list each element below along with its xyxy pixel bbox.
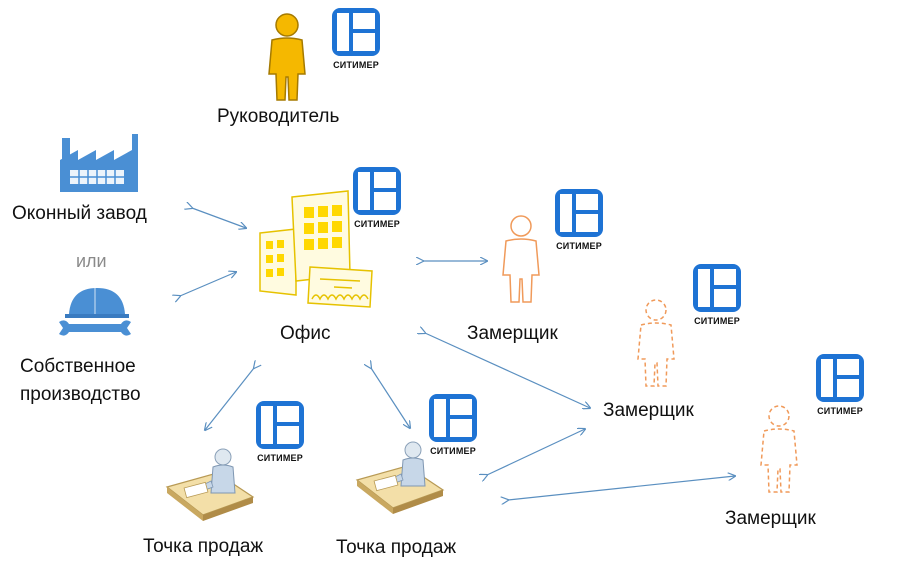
- brand-logo-icon: [429, 394, 477, 442]
- brand-logo-icon: [693, 264, 741, 312]
- factory-icon: [60, 134, 138, 192]
- office-building-icon: [259, 190, 373, 308]
- brand-name: СИТИМЕР: [257, 453, 303, 463]
- brand-logo-icon: [816, 354, 864, 402]
- brand-name: СИТИМЕР: [817, 406, 863, 416]
- factory-label: Оконный завод: [12, 203, 147, 224]
- arrow-office-sales1: [205, 368, 254, 430]
- arrow-production-office: [180, 272, 236, 296]
- measurer-person-icon: [502, 215, 540, 303]
- measurer-person-icon: [637, 299, 675, 387]
- measurer-label: Замерщик: [603, 400, 694, 421]
- production-label-line2: производство: [20, 384, 141, 405]
- production-label-line1: Собственное: [20, 356, 136, 377]
- brand-logo: СИТИМЕР: [692, 263, 742, 326]
- arrow-factory-office: [192, 208, 246, 228]
- brand-name: СИТИМЕР: [354, 219, 400, 229]
- brand-logo-icon: [332, 8, 380, 56]
- brand-name: СИТИМЕР: [430, 446, 476, 456]
- sales-desk-icon: [165, 448, 255, 521]
- arrow-sales2-measurer2: [487, 429, 585, 475]
- brand-logo: СИТИМЕР: [352, 166, 402, 229]
- brand-logo-icon: [353, 167, 401, 215]
- brand-logo: СИТИМЕР: [255, 400, 305, 463]
- sales-point-label: Точка продаж: [143, 536, 264, 557]
- measurer-label: Замерщик: [467, 323, 558, 344]
- measurer-person-icon: [760, 405, 798, 493]
- or-label: или: [76, 251, 107, 271]
- brand-name: СИТИМЕР: [333, 60, 379, 70]
- sales-desk-icon: [355, 441, 445, 514]
- brand-logo: СИТИМЕР: [331, 7, 381, 70]
- measurer-label: Замерщик: [725, 508, 816, 529]
- production-icon: [59, 288, 131, 336]
- brand-name: СИТИМЕР: [556, 241, 602, 251]
- office-label: Офис: [280, 323, 331, 344]
- arrow-office-sales2: [371, 368, 410, 428]
- brand-logo: СИТИМЕР: [554, 188, 604, 251]
- manager-person-icon: [268, 13, 306, 101]
- brand-logo: СИТИМЕР: [815, 353, 865, 416]
- brand-logo-icon: [555, 189, 603, 237]
- arrow-office-measurer2: [425, 333, 590, 408]
- arrow-sales2-measurer3: [508, 476, 735, 500]
- brand-name: СИТИМЕР: [694, 316, 740, 326]
- brand-logo: СИТИМЕР: [428, 393, 478, 456]
- manager-label: Руководитель: [217, 106, 340, 127]
- brand-logo-icon: [256, 401, 304, 449]
- sales-point-label: Точка продаж: [336, 537, 457, 558]
